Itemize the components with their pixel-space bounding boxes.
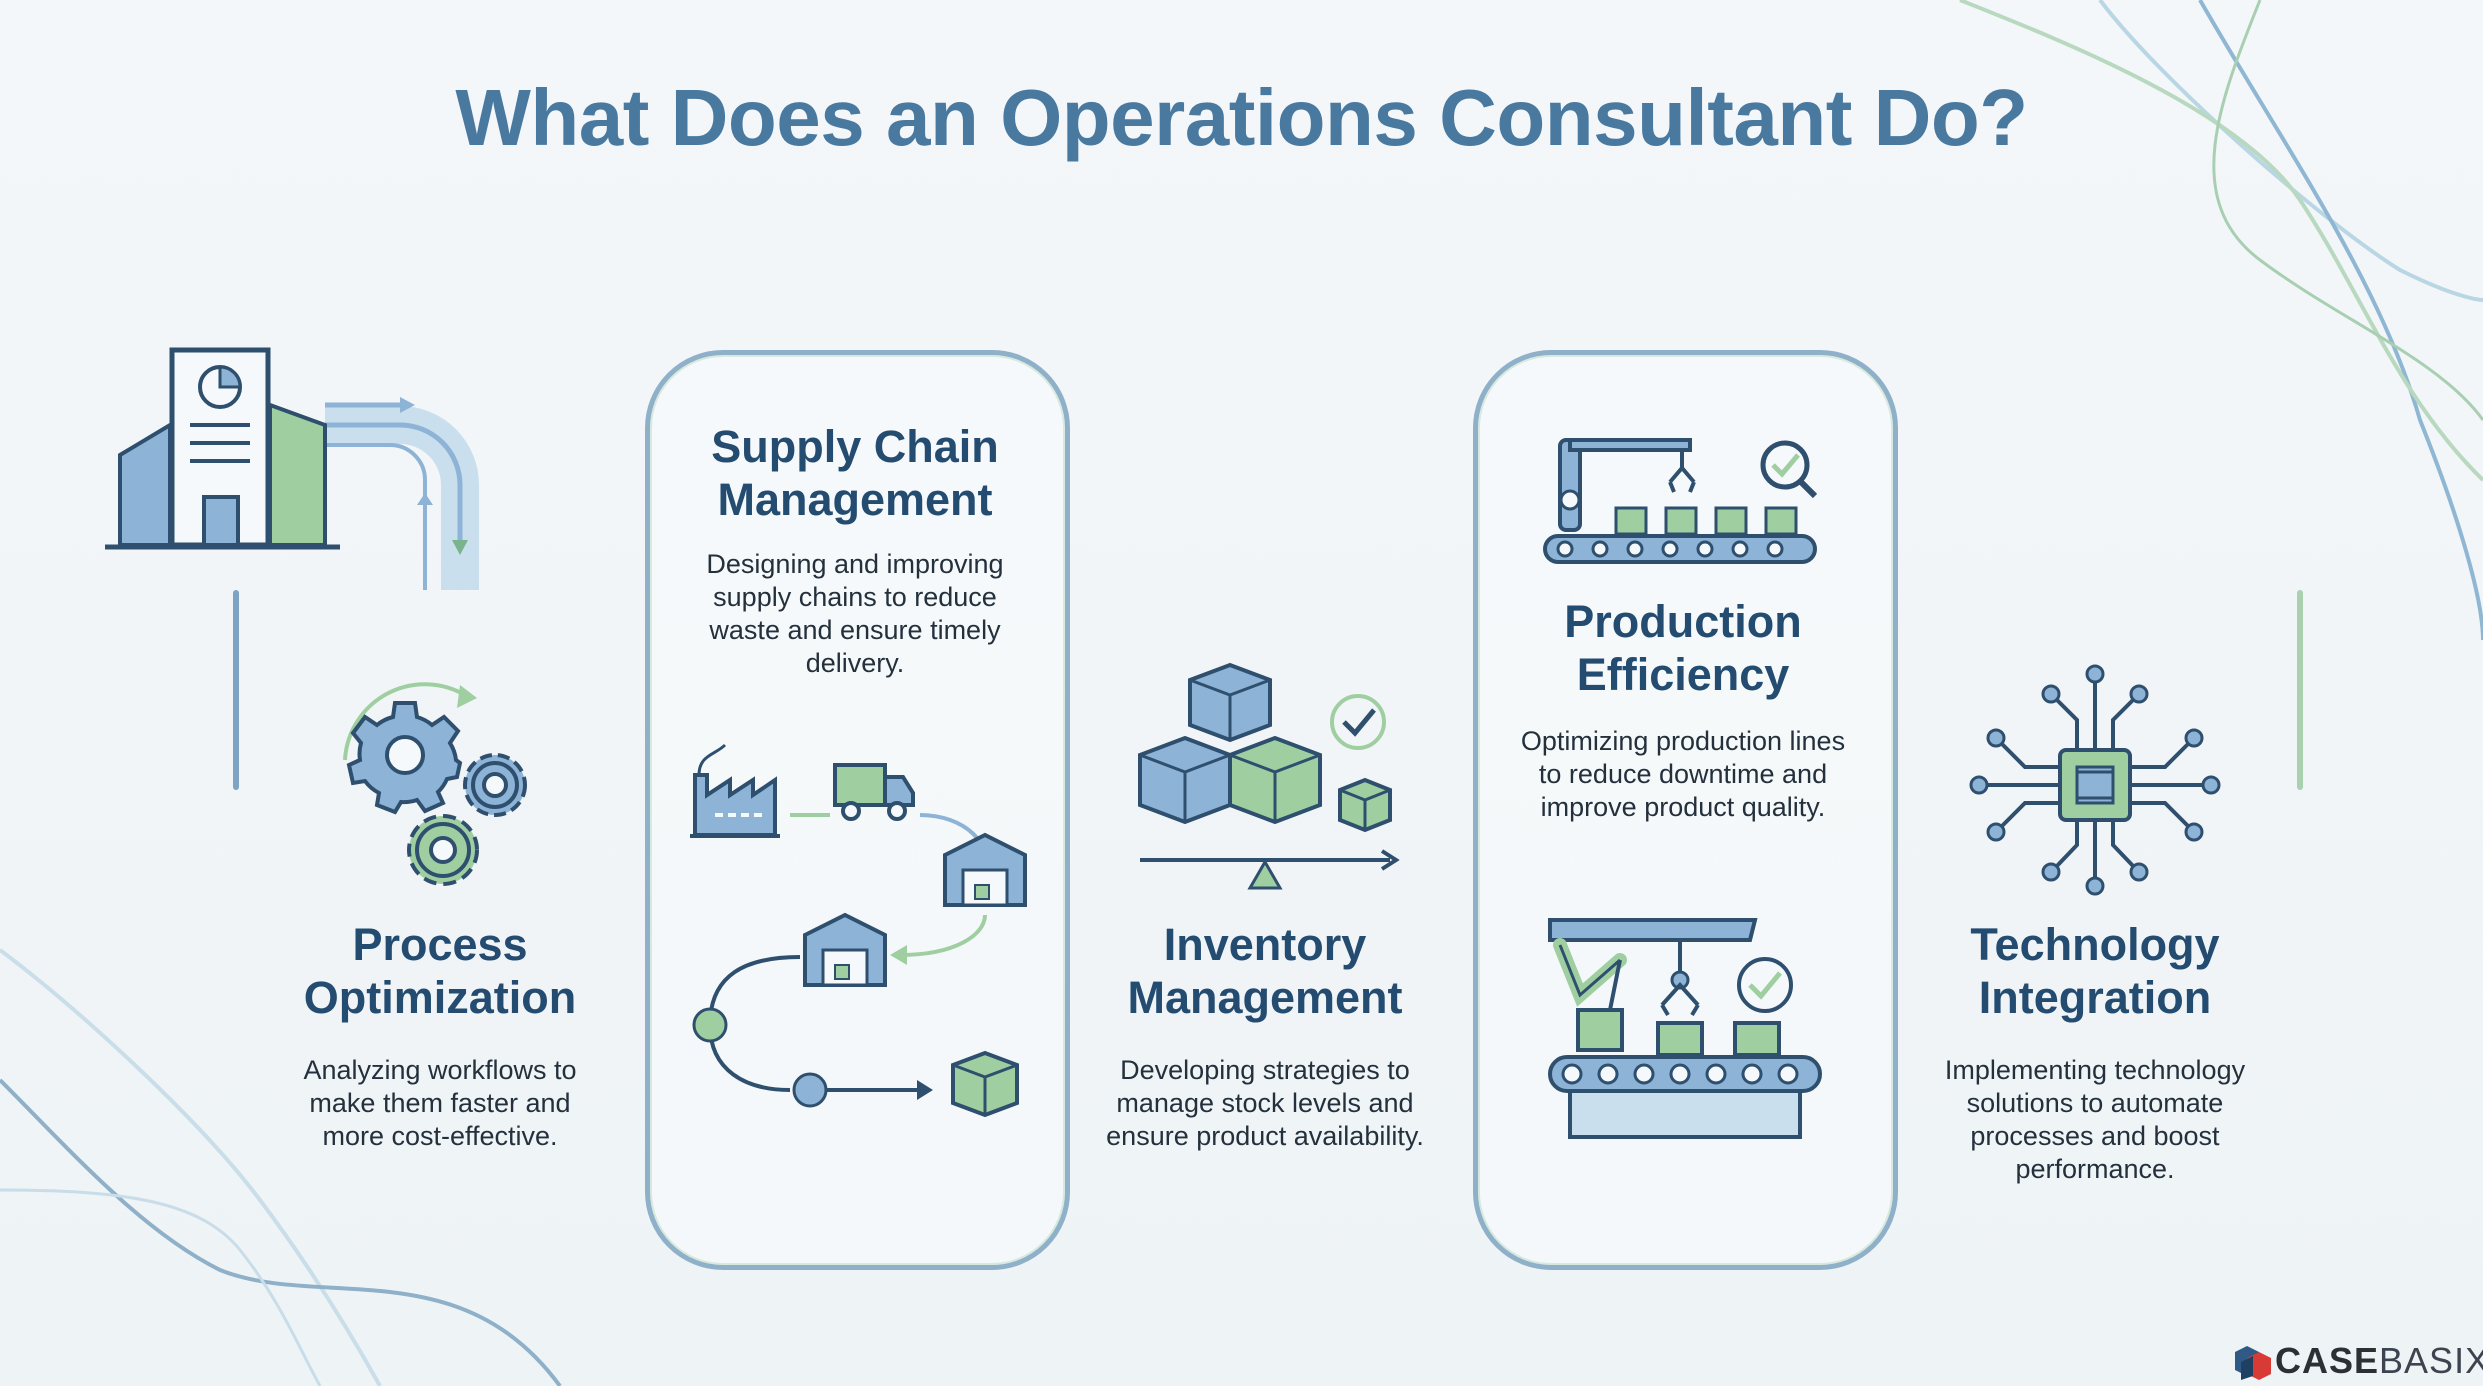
technology-integration-column: Technology Integration Implementing tech… <box>1895 918 2295 1186</box>
logo-text: CASEBASIX <box>2275 1340 2483 1382</box>
heading-line: Production <box>1564 596 1802 647</box>
description-line: delivery. <box>805 648 905 678</box>
logo-text-light: BASIX <box>2379 1340 2483 1381</box>
production-efficiency-column: Production Efficiency Optimizing product… <box>1478 595 1888 824</box>
conveyor-robot-icon <box>1548 918 1822 1139</box>
description-line: solutions to automate <box>1966 1088 2224 1118</box>
description-line: make them faster and <box>309 1088 571 1118</box>
left-accent-line <box>233 590 239 790</box>
heading-line: Integration <box>1978 972 2212 1023</box>
process-optimization-heading: Process Optimization <box>240 918 640 1024</box>
description-line: performance. <box>2015 1154 2175 1184</box>
inventory-boxes-icon <box>1138 662 1400 890</box>
casebasix-logo: CASEBASIX <box>2223 1340 2483 1382</box>
heading-line: Inventory <box>1163 919 1367 970</box>
description-line: ensure product availability. <box>1106 1121 1424 1151</box>
description-line: processes and boost <box>1970 1121 2220 1151</box>
inventory-management-column: Inventory Management Developing strategi… <box>1060 918 1470 1153</box>
production-efficiency-heading: Production Efficiency <box>1478 595 1888 701</box>
robot-arm-conveyor-icon <box>1543 438 1818 564</box>
building-flow-icon <box>105 347 479 590</box>
description-line: waste and ensure timely <box>709 615 1001 645</box>
heading-line: Technology <box>1970 919 2220 970</box>
page-title: What Does an Operations Consultant Do? <box>455 73 2028 162</box>
description-line: improve product quality. <box>1540 792 1826 822</box>
heading-line: Supply Chain <box>711 421 999 472</box>
heading-line: Process <box>352 919 528 970</box>
heading-line: Management <box>1127 972 1403 1023</box>
description-line: Analyzing workflows to <box>303 1055 577 1085</box>
description-line: Designing and improving <box>706 549 1004 579</box>
production-efficiency-description: Optimizing production lines to reduce do… <box>1478 725 1888 824</box>
heading-line: Management <box>717 474 993 525</box>
supply-chain-column: Supply Chain Management Designing and im… <box>650 420 1060 680</box>
description-line: Optimizing production lines <box>1520 726 1846 756</box>
inventory-management-heading: Inventory Management <box>1060 918 1470 1024</box>
supply-chain-description: Designing and improving supply chains to… <box>650 548 1060 680</box>
gears-icon <box>343 682 527 886</box>
logo-cube-icon <box>2235 1346 2271 1380</box>
process-optimization-column: Process Optimization Analyzing workflows… <box>240 918 640 1153</box>
right-accent-line <box>2297 590 2303 790</box>
description-line: Developing strategies to <box>1120 1055 1410 1085</box>
heading-line: Efficiency <box>1576 649 1790 700</box>
description-line: supply chains to reduce <box>713 582 997 612</box>
description-line: manage stock levels and <box>1116 1088 1414 1118</box>
technology-integration-description: Implementing technology solutions to aut… <box>1895 1054 2295 1186</box>
circuit-chip-icon <box>1969 664 2221 896</box>
process-optimization-description: Analyzing workflows to make them faster … <box>240 1054 640 1153</box>
description-line: more cost-effective. <box>322 1121 558 1151</box>
heading-line: Optimization <box>303 972 577 1023</box>
description-line: Implementing technology <box>1944 1055 2246 1085</box>
inventory-management-description: Developing strategies to manage stock le… <box>1060 1054 1470 1153</box>
logo-text-bold: CASE <box>2275 1340 2380 1381</box>
description-line: to reduce downtime and <box>1538 759 1828 789</box>
supply-chain-heading: Supply Chain Management <box>650 420 1060 526</box>
technology-integration-heading: Technology Integration <box>1895 918 2295 1024</box>
supply-chain-flow-icon <box>690 743 1027 1118</box>
